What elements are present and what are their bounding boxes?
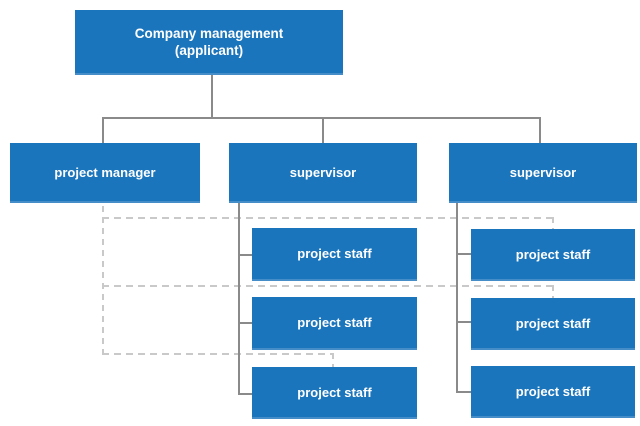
node-supervisor-right: supervisor xyxy=(449,143,637,203)
dashed-line-project-manager-drop xyxy=(102,206,104,355)
connector-stub-mid-2 xyxy=(238,322,252,324)
node-label-line1: Company management xyxy=(134,25,284,41)
connector-stub-right-3 xyxy=(456,391,471,393)
node-label: project staff xyxy=(515,315,591,331)
node-label: project staff xyxy=(515,246,591,262)
connector-stub-right-1 xyxy=(456,253,471,255)
node-label: supervisor xyxy=(509,164,577,180)
connector-drop-supervisor-right xyxy=(539,117,541,143)
node-label: project staff xyxy=(297,246,372,262)
dashed-line-branch-2 xyxy=(102,285,554,287)
dashed-line-branch-1-drop xyxy=(552,217,554,229)
dashed-line-branch-3-drop xyxy=(332,353,334,368)
node-label: project manager xyxy=(54,164,156,180)
dashed-line-branch-1 xyxy=(102,217,554,219)
dashed-line-branch-2-drop xyxy=(552,285,554,299)
dashed-line-branch-3 xyxy=(102,353,334,355)
connector-stub-mid-1 xyxy=(238,254,252,256)
node-project-staff-right-2: project staff xyxy=(471,298,635,350)
node-label: project staff xyxy=(297,384,372,400)
node-project-staff-mid-1: project staff xyxy=(252,228,417,281)
connector-stub-right-2 xyxy=(456,321,471,323)
node-label: supervisor xyxy=(289,164,357,180)
node-project-staff-mid-3: project staff xyxy=(252,367,417,419)
connector-level1-horizontal xyxy=(102,117,541,119)
connector-root-riser xyxy=(211,75,213,119)
connector-supervisor-left-spine xyxy=(238,203,240,395)
node-label-line2: (applicant) xyxy=(174,42,244,58)
node-project-staff-mid-2: project staff xyxy=(252,297,417,350)
node-project-staff-right-3: project staff xyxy=(471,366,635,418)
node-company-management: Company management (applicant) xyxy=(75,10,343,75)
node-label: project staff xyxy=(297,315,372,331)
node-project-manager: project manager xyxy=(10,143,200,203)
node-label: project staff xyxy=(515,383,591,399)
node-supervisor-left: supervisor xyxy=(229,143,417,203)
connector-drop-supervisor-left xyxy=(322,117,324,143)
connector-drop-project-manager xyxy=(102,117,104,143)
connector-supervisor-right-spine xyxy=(456,203,458,393)
connector-stub-mid-3 xyxy=(238,393,252,395)
node-project-staff-right-1: project staff xyxy=(471,229,635,281)
